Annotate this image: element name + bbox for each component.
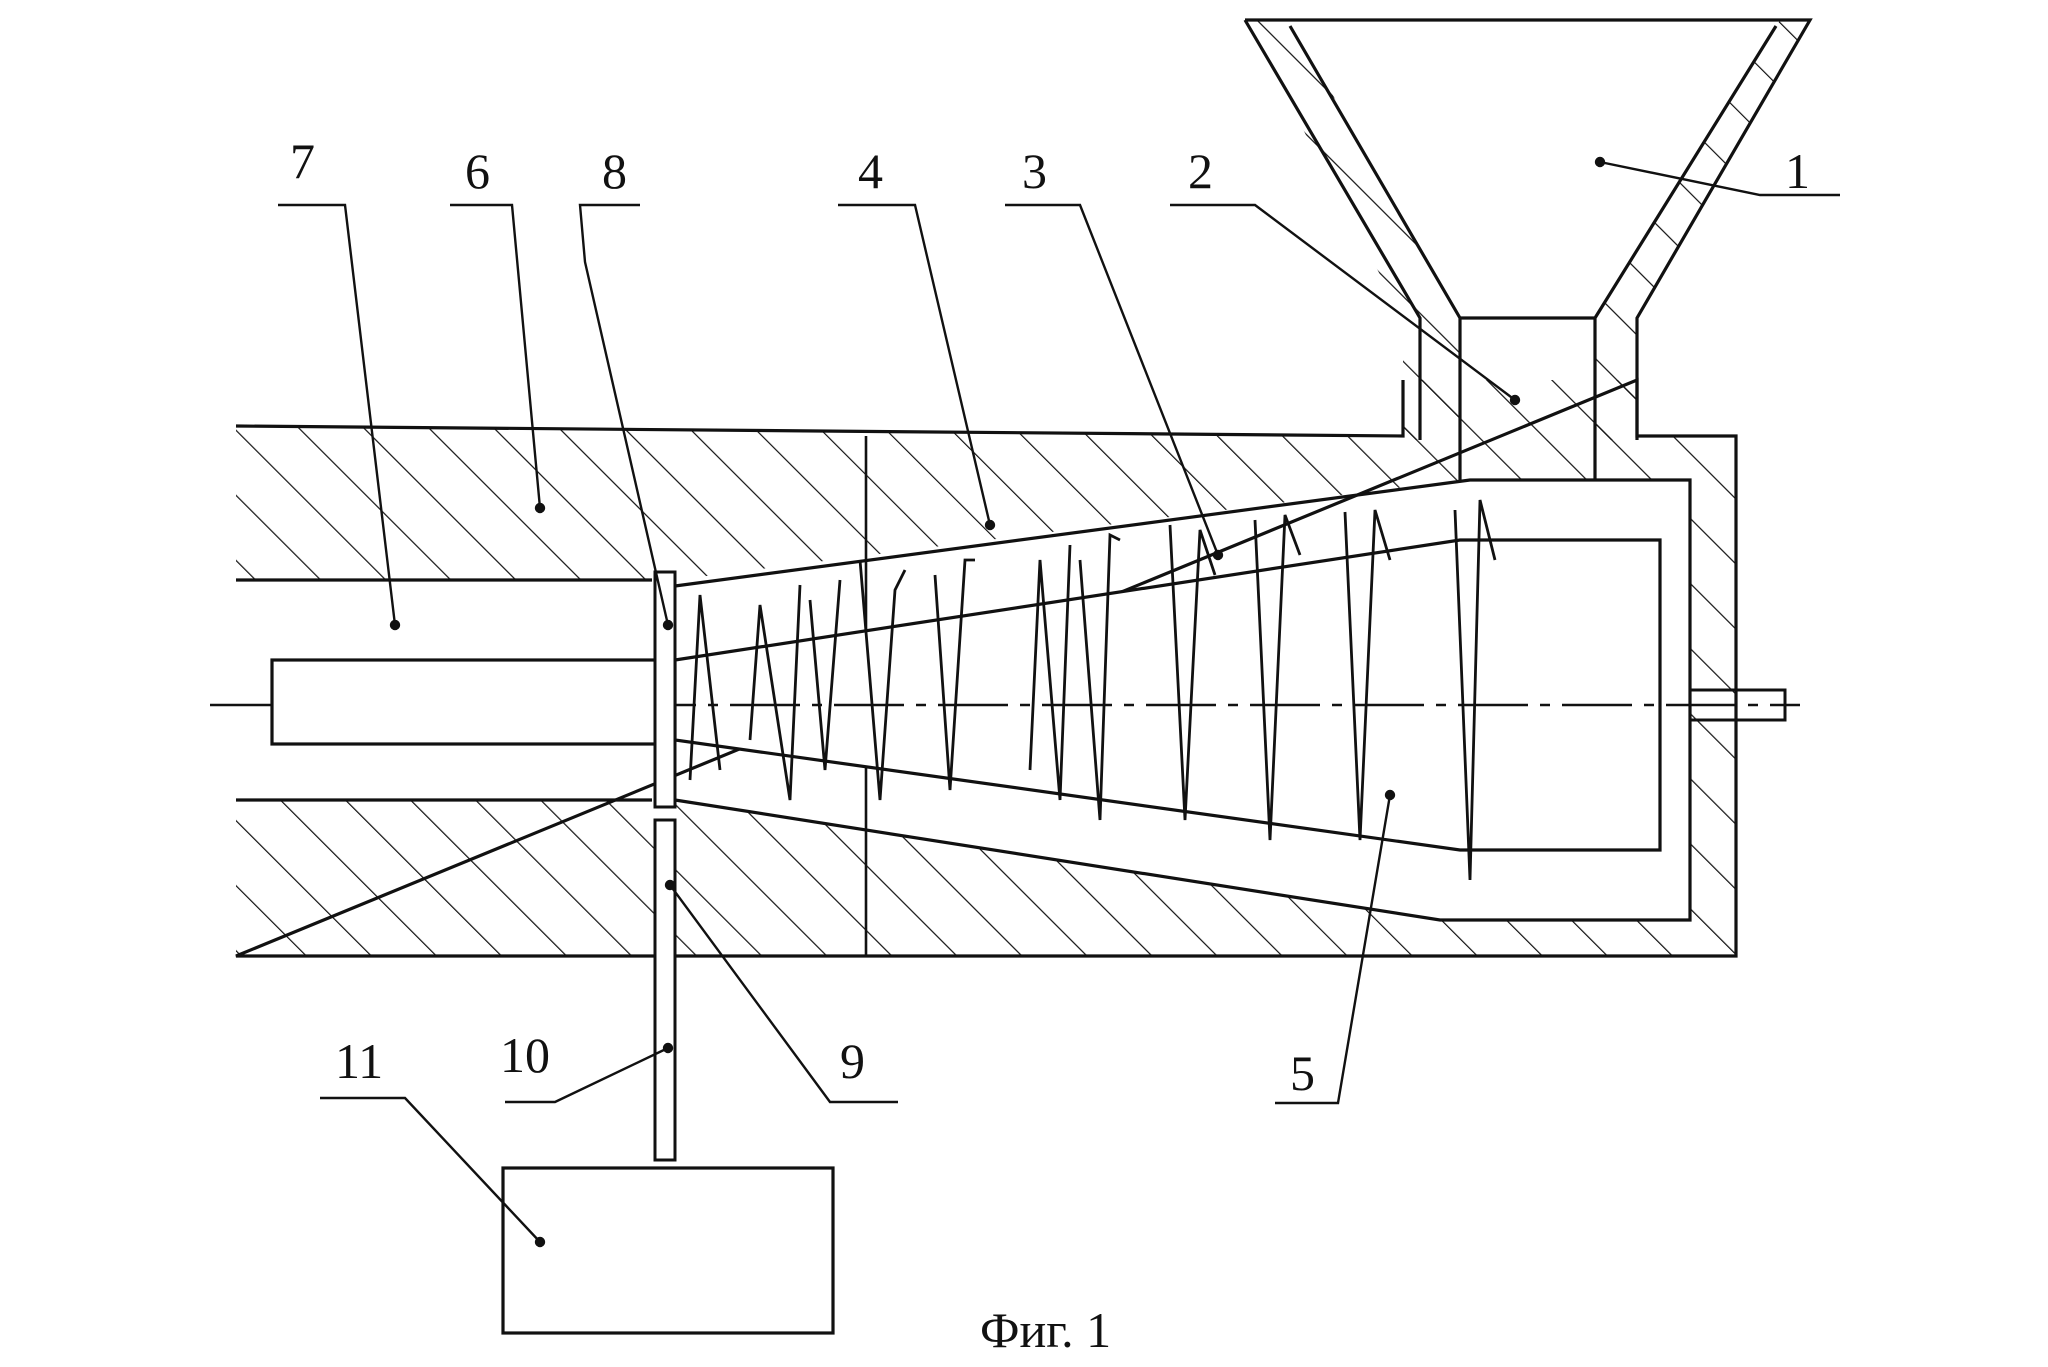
leader-5-dot (1384, 789, 1396, 801)
leader-9 (669, 884, 898, 1104)
plate-assembly (501, 570, 835, 1335)
leader-4-dot (984, 519, 996, 531)
leader-5 (1275, 794, 1392, 1105)
label-1: 1 (1785, 143, 1810, 199)
rod-part-10 (653, 818, 677, 1162)
label-9: 9 (840, 1033, 865, 1089)
hopper-inner-outline (1288, 25, 1778, 480)
leader-10 (505, 1046, 669, 1104)
leader-2 (1170, 203, 1516, 401)
leader-6 (450, 203, 542, 509)
label-5: 5 (1290, 1045, 1315, 1101)
label-2: 2 (1188, 143, 1213, 199)
leader-10-dot (662, 1042, 674, 1054)
leader-1 (1599, 160, 1840, 197)
label-4: 4 (858, 143, 883, 199)
hopper-outer-outline (1243, 18, 1813, 440)
annotations (278, 156, 1840, 1248)
label-8: 8 (602, 143, 627, 199)
label-7: 7 (290, 133, 315, 189)
label-11: 11 (335, 1033, 383, 1089)
housing-hatched-body (236, 380, 1736, 956)
leader-9-dot (664, 879, 676, 891)
leader-7 (278, 203, 397, 626)
leader-2-dot (1509, 394, 1521, 406)
leader-4 (838, 203, 992, 526)
reference-numerals: 1 2 3 4 5 6 7 8 9 10 11 (290, 133, 1810, 1101)
label-3: 3 (1022, 143, 1047, 199)
label-6: 6 (465, 143, 490, 199)
leader-6-dot (534, 502, 546, 514)
leader-11-dot (534, 1236, 546, 1248)
leader-8-dot (662, 619, 674, 631)
screw-flight (688, 499, 1497, 881)
left-bore-outline (236, 578, 652, 802)
drive-shaft (1690, 688, 1787, 722)
figure-caption: Фиг. 1 (980, 1302, 1111, 1358)
conical-cavity-outline (674, 478, 1692, 922)
leader-1-dot (1594, 156, 1606, 168)
leader-3 (1005, 203, 1220, 556)
unit-part-11 (501, 1166, 835, 1335)
label-10: 10 (500, 1027, 550, 1083)
screw-core (673, 538, 1662, 852)
leader-8 (578, 203, 670, 626)
leader-11 (320, 1096, 541, 1243)
leader-7-dot (389, 619, 401, 631)
plate-part-8 (653, 570, 677, 809)
hopper-hatched-wall (1245, 20, 1810, 440)
die-insert (270, 658, 668, 746)
die-mandrel (270, 658, 668, 746)
leader-3-dot (1212, 549, 1224, 561)
hopper (1243, 18, 1813, 480)
